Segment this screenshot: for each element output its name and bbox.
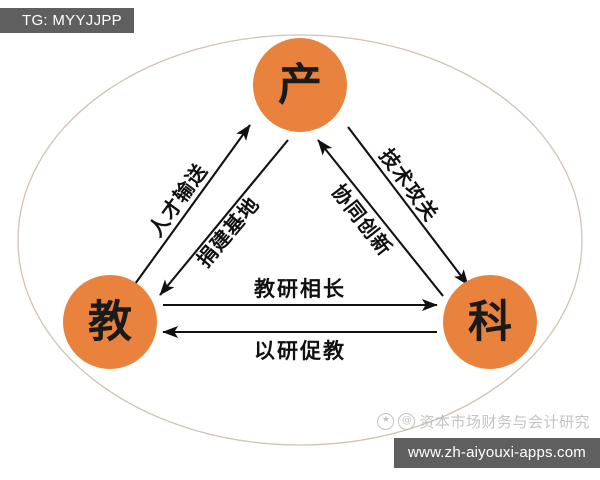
- node-chan[interactable]: 产: [253, 38, 347, 132]
- edge-innovation-label: 协同创新: [327, 180, 398, 261]
- outer-ellipse: [17, 34, 583, 446]
- node-jiao-label: 教: [88, 297, 132, 348]
- edge-innovation-line: [317, 139, 444, 297]
- node-ke-circle: [443, 275, 537, 369]
- watermark: ★ @ 资本市场财务与会计研究: [377, 411, 590, 432]
- edge-talent-line: [134, 124, 251, 285]
- node-jiao[interactable]: 教: [63, 275, 157, 369]
- node-chan-label: 产: [278, 60, 322, 111]
- edge-tech-label: 技术攻关: [375, 144, 444, 226]
- node-ke[interactable]: 科: [443, 275, 537, 369]
- edge-base-label: 捐建基地: [192, 192, 264, 272]
- edge-tech-line: [347, 126, 469, 286]
- edge-mutual-growth-label: 教研相长: [254, 277, 346, 301]
- node-jiao-circle: [63, 275, 157, 369]
- node-chan-circle: [253, 38, 347, 132]
- edge-research-teaching-label: 以研促教: [254, 339, 346, 363]
- tag-badge: TG: MYYJJPP: [0, 8, 134, 33]
- watermark-text: 资本市场财务与会计研究: [419, 413, 590, 431]
- edge-base-line: [159, 139, 289, 296]
- node-ke-label: 科: [468, 297, 512, 348]
- watermark-logo-icon: ★: [377, 413, 395, 430]
- watermark-at-icon: @: [398, 413, 416, 430]
- url-badge: www.zh-aiyouxi-apps.com: [394, 438, 600, 468]
- edge-talent-label: 人才输送: [144, 159, 213, 241]
